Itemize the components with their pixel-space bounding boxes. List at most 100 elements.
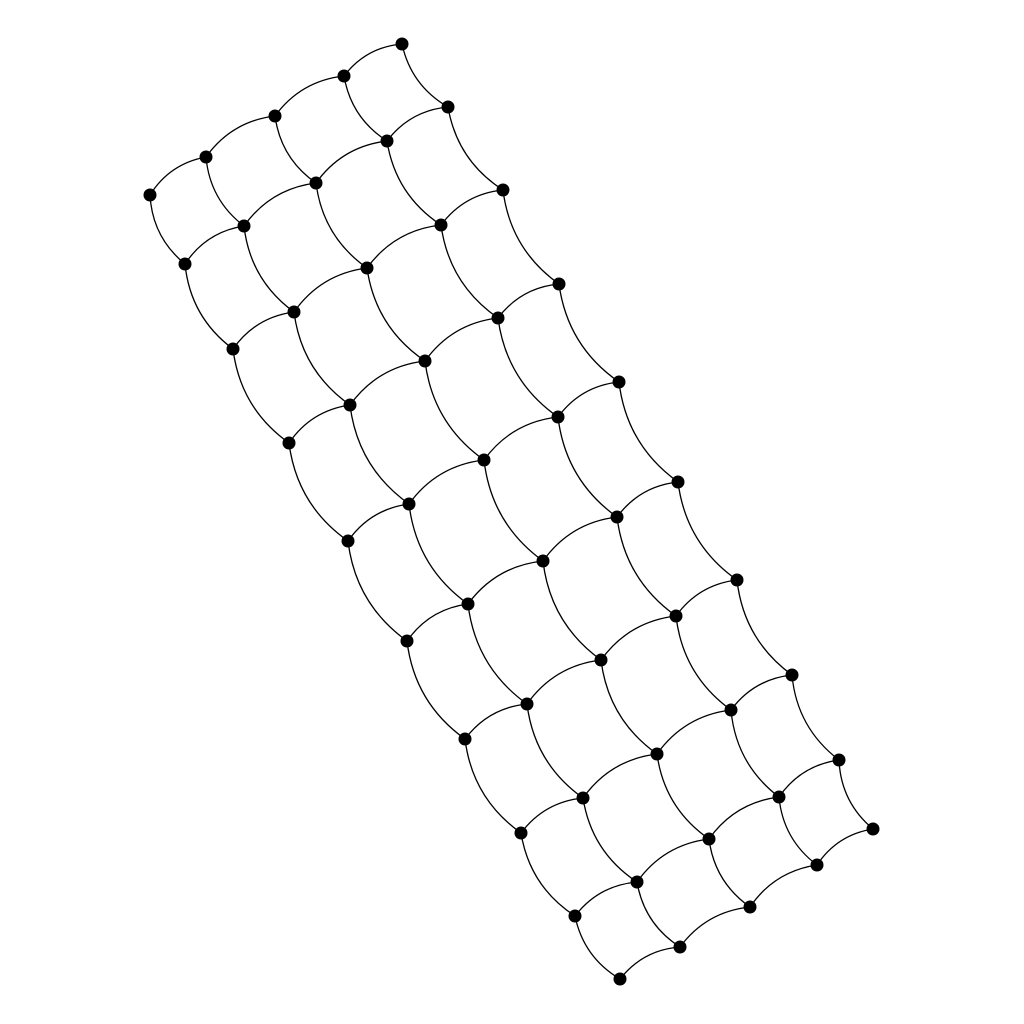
row-edge [679, 906, 751, 948]
graph-node [178, 257, 192, 271]
column-edge [347, 540, 408, 642]
row-edge [497, 283, 560, 319]
graph-node [143, 188, 157, 202]
column-edge [677, 481, 738, 581]
column-edge [616, 516, 677, 617]
column-edge [520, 832, 576, 917]
graph-node [702, 832, 716, 846]
row-edge [675, 579, 738, 617]
graph-node [458, 732, 472, 746]
graph-node [866, 822, 880, 836]
graph-node [743, 900, 757, 914]
graph-node [673, 940, 687, 954]
column-edge [558, 283, 620, 383]
column-edge [656, 753, 710, 840]
column-edge [243, 225, 295, 313]
graph-node [282, 436, 296, 450]
graph-node [199, 150, 213, 164]
row-edge [778, 759, 840, 798]
graph-node [610, 510, 624, 524]
row-edge [616, 481, 679, 518]
column-edge [636, 881, 681, 948]
row-edge [343, 43, 403, 77]
column-edge [483, 459, 544, 562]
graph-node [514, 826, 528, 840]
row-edge [315, 140, 388, 184]
column-edge [582, 797, 638, 883]
graph-node [237, 219, 251, 233]
row-edge [816, 828, 874, 866]
column-edge [838, 759, 874, 830]
column-edge [542, 560, 602, 661]
graph-node [395, 37, 409, 51]
graph-node [491, 311, 505, 325]
column-edge [736, 579, 793, 676]
column-edge [205, 156, 245, 227]
column-edge [708, 838, 751, 908]
row-edge [542, 516, 618, 562]
graph-node [552, 277, 566, 291]
row-edge [406, 603, 469, 642]
graph-node [568, 909, 582, 923]
column-edge [574, 915, 621, 980]
row-edge [366, 224, 442, 269]
graph-node [671, 475, 685, 489]
graph-node [287, 305, 301, 319]
row-edge [582, 753, 658, 799]
graph-node [434, 218, 448, 232]
graph-node [268, 109, 282, 123]
graph-node [360, 261, 374, 275]
row-edge [232, 311, 295, 350]
graph-node [630, 875, 644, 889]
graph-node [402, 497, 416, 511]
row-edge [656, 709, 732, 755]
row-edge [386, 106, 449, 142]
row-edge [424, 317, 499, 362]
graph-node [461, 597, 475, 611]
column-edge [730, 709, 780, 798]
column-edge [497, 317, 559, 418]
row-edge [574, 881, 638, 917]
graph-node [343, 398, 357, 412]
graph-node [309, 176, 323, 190]
graph-node [400, 634, 414, 648]
column-edge [184, 263, 234, 350]
row-edge [243, 182, 317, 227]
column-edge [675, 615, 732, 711]
graph-node [341, 534, 355, 548]
row-edge [149, 156, 207, 196]
column-edge [447, 106, 504, 191]
column-edge [274, 115, 317, 184]
row-edge [293, 267, 368, 313]
graph-node [669, 609, 683, 623]
graph-node [650, 747, 664, 761]
graph-node [810, 858, 824, 872]
row-edge [274, 75, 345, 117]
column-edge [343, 75, 388, 142]
column-edge [778, 796, 818, 866]
column-edge [401, 43, 449, 108]
graph-node [772, 790, 786, 804]
row-edge [730, 674, 793, 711]
graph-node [576, 791, 590, 805]
graph-node [730, 573, 744, 587]
graph-node [785, 668, 799, 682]
row-edge [557, 381, 620, 418]
column-edge [406, 640, 466, 740]
column-edge [467, 603, 528, 705]
column-edge [600, 659, 658, 755]
column-edge [502, 189, 560, 285]
graph-node [724, 703, 738, 717]
column-edge [618, 381, 679, 483]
row-edge [184, 225, 245, 265]
column-edge [149, 194, 186, 265]
graph-node [536, 554, 550, 568]
column-edge [366, 267, 426, 362]
graph-node [612, 375, 626, 389]
row-edge [600, 615, 677, 661]
row-edge [636, 838, 710, 883]
graph-node [832, 753, 846, 767]
row-edge [520, 797, 584, 834]
column-edge [526, 703, 584, 799]
column-edge [386, 140, 442, 226]
